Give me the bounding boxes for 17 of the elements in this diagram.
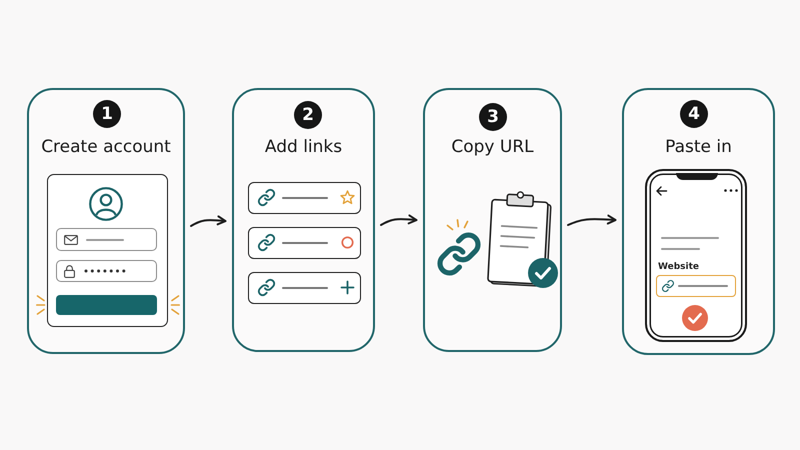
field-label: Website	[658, 262, 700, 273]
step-card	[622, 88, 775, 355]
step-card	[423, 88, 562, 352]
step-number-badge: 4	[680, 100, 708, 128]
step-card	[232, 88, 375, 352]
arrow	[567, 214, 616, 226]
step-title: Copy URL	[451, 136, 534, 158]
phone-mockup	[645, 169, 747, 342]
step-number-badge: 3	[479, 103, 507, 131]
arrow	[190, 215, 226, 227]
step-title: Create account	[41, 136, 171, 158]
step-number-badge: 2	[294, 101, 322, 129]
arrow	[380, 214, 418, 226]
step-card	[27, 88, 185, 354]
step-number-badge: 1	[93, 100, 121, 128]
step-title: Add links	[264, 136, 342, 158]
step-title: Paste in	[665, 136, 732, 158]
